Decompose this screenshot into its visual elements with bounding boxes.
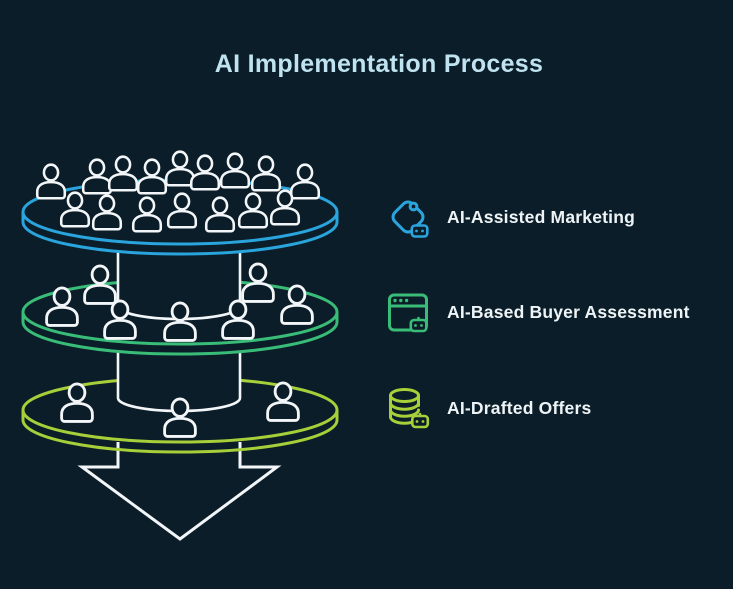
person-icon <box>289 163 321 200</box>
legend-item-assessment: AI-Based Buyer Assessment <box>383 287 690 337</box>
person-icon <box>60 382 94 423</box>
legend-item-offers: AI-Drafted Offers <box>383 383 591 433</box>
person-icon <box>164 150 196 187</box>
page-title: AI Implementation Process <box>214 50 544 78</box>
person-icon <box>250 155 282 192</box>
browser-robot-icon <box>383 287 433 337</box>
legend-label: AI-Drafted Offers <box>447 397 592 418</box>
funnel-svg <box>21 150 339 541</box>
funnel-stage-people <box>35 150 321 233</box>
person-icon <box>237 192 269 229</box>
person-icon <box>91 194 123 231</box>
person-icon <box>166 192 198 229</box>
person-icon <box>131 196 163 233</box>
person-icon <box>280 284 314 325</box>
down-arrow <box>77 437 282 541</box>
funnel-graphic <box>0 130 366 562</box>
person-icon <box>107 155 139 192</box>
person-icon <box>35 163 67 200</box>
funnel-connector <box>116 245 242 321</box>
person-icon <box>204 196 236 233</box>
person-icon <box>81 158 113 195</box>
person-icon <box>219 152 251 189</box>
person-icon <box>189 154 221 191</box>
legend-label: AI-Assisted Marketing <box>447 206 635 227</box>
database-robot-icon <box>383 383 433 433</box>
legend-item-marketing: AI-Assisted Marketing <box>383 192 635 242</box>
legend-label: AI-Based Buyer Assessment <box>447 301 690 322</box>
person-icon <box>136 158 168 195</box>
tag-robot-icon <box>383 192 433 242</box>
